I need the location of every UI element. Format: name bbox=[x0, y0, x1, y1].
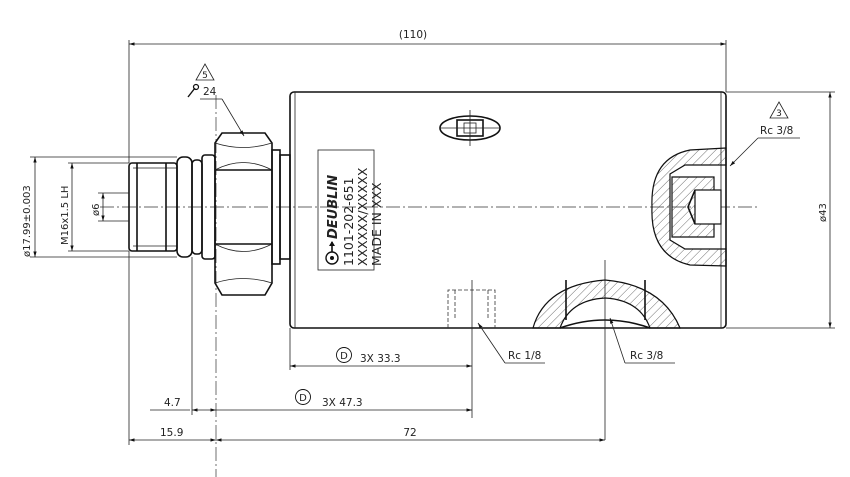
dim-bore-diameter: ø6 bbox=[91, 192, 129, 222]
right-port-section bbox=[651, 147, 727, 267]
dim-pilot-diameter: ø17.99±0.003 bbox=[22, 156, 177, 258]
datum-d-circle-icon-2 bbox=[295, 389, 311, 405]
dim-holes-33: D 3X 33.3 bbox=[289, 328, 472, 370]
datum-d-label-2: D bbox=[299, 393, 307, 404]
note-hex-size: 5 24 bbox=[187, 63, 245, 137]
datum-d-circle-icon bbox=[336, 347, 352, 363]
note-right-port: 3 Rc 3/8 bbox=[729, 101, 800, 167]
body-diameter-label: ø43 bbox=[818, 203, 829, 222]
bottom-port-section bbox=[532, 260, 681, 440]
note-5-number: 5 bbox=[202, 71, 208, 81]
rc38-bottom-leader: Rc 3/8 bbox=[609, 317, 675, 364]
body-length-label: 72 bbox=[403, 427, 416, 439]
pilot-diameter-label: ø17.99±0.003 bbox=[22, 185, 33, 257]
hex-size-label: 24 bbox=[203, 86, 217, 98]
datum-d-label-1: D bbox=[340, 351, 348, 362]
dim-holes-47: D 3X 47.3 bbox=[216, 389, 472, 412]
bore-diameter-label: ø6 bbox=[91, 204, 102, 216]
dim-body-72: 72 bbox=[216, 427, 605, 442]
shaft-length-label: 15.9 bbox=[160, 427, 183, 439]
body-marking: DEUBLIN 1101-202-651 XXXXXX/XXXXX MADE I… bbox=[317, 149, 384, 271]
holes-offset-2-label: 3X 47.3 bbox=[322, 397, 363, 409]
note-3-number: 3 bbox=[776, 109, 782, 119]
step-length-label: 4.7 bbox=[164, 397, 181, 409]
dim-body-diameter: ø43 bbox=[726, 91, 835, 329]
rc18-leader: Rc 1/8 bbox=[477, 322, 545, 364]
note-3-triangle-icon bbox=[769, 101, 789, 119]
marking-part-number: 1101-202-651 bbox=[341, 177, 356, 266]
marking-origin: MADE IN XXX bbox=[369, 182, 384, 266]
dim-shaft-15-9: 15.9 bbox=[128, 251, 216, 445]
hidden-small-port bbox=[447, 280, 496, 418]
dim-overall-length: (110) bbox=[128, 29, 727, 163]
marking-serial: XXXXXX/XXXXX bbox=[355, 167, 370, 266]
dim-connection-thread: M16x1.5 LH bbox=[60, 162, 129, 252]
marking-brand: DEUBLIN bbox=[326, 175, 341, 239]
wrench-icon bbox=[187, 83, 200, 98]
dim-step-4-7: 4.7 bbox=[150, 257, 216, 415]
connection-thread-label: M16x1.5 LH bbox=[60, 186, 71, 245]
top-fitting bbox=[439, 110, 501, 146]
hex-nut bbox=[214, 132, 273, 296]
right-port-thread-label: Rc 3/8 bbox=[760, 125, 793, 137]
overall-length-label: (110) bbox=[399, 29, 427, 41]
note-5-triangle-icon bbox=[195, 63, 215, 81]
holes-offset-1-label: 3X 33.3 bbox=[360, 353, 401, 365]
rc38-bottom-label: Rc 3/8 bbox=[630, 350, 663, 362]
rc18-label: Rc 1/8 bbox=[508, 350, 541, 362]
